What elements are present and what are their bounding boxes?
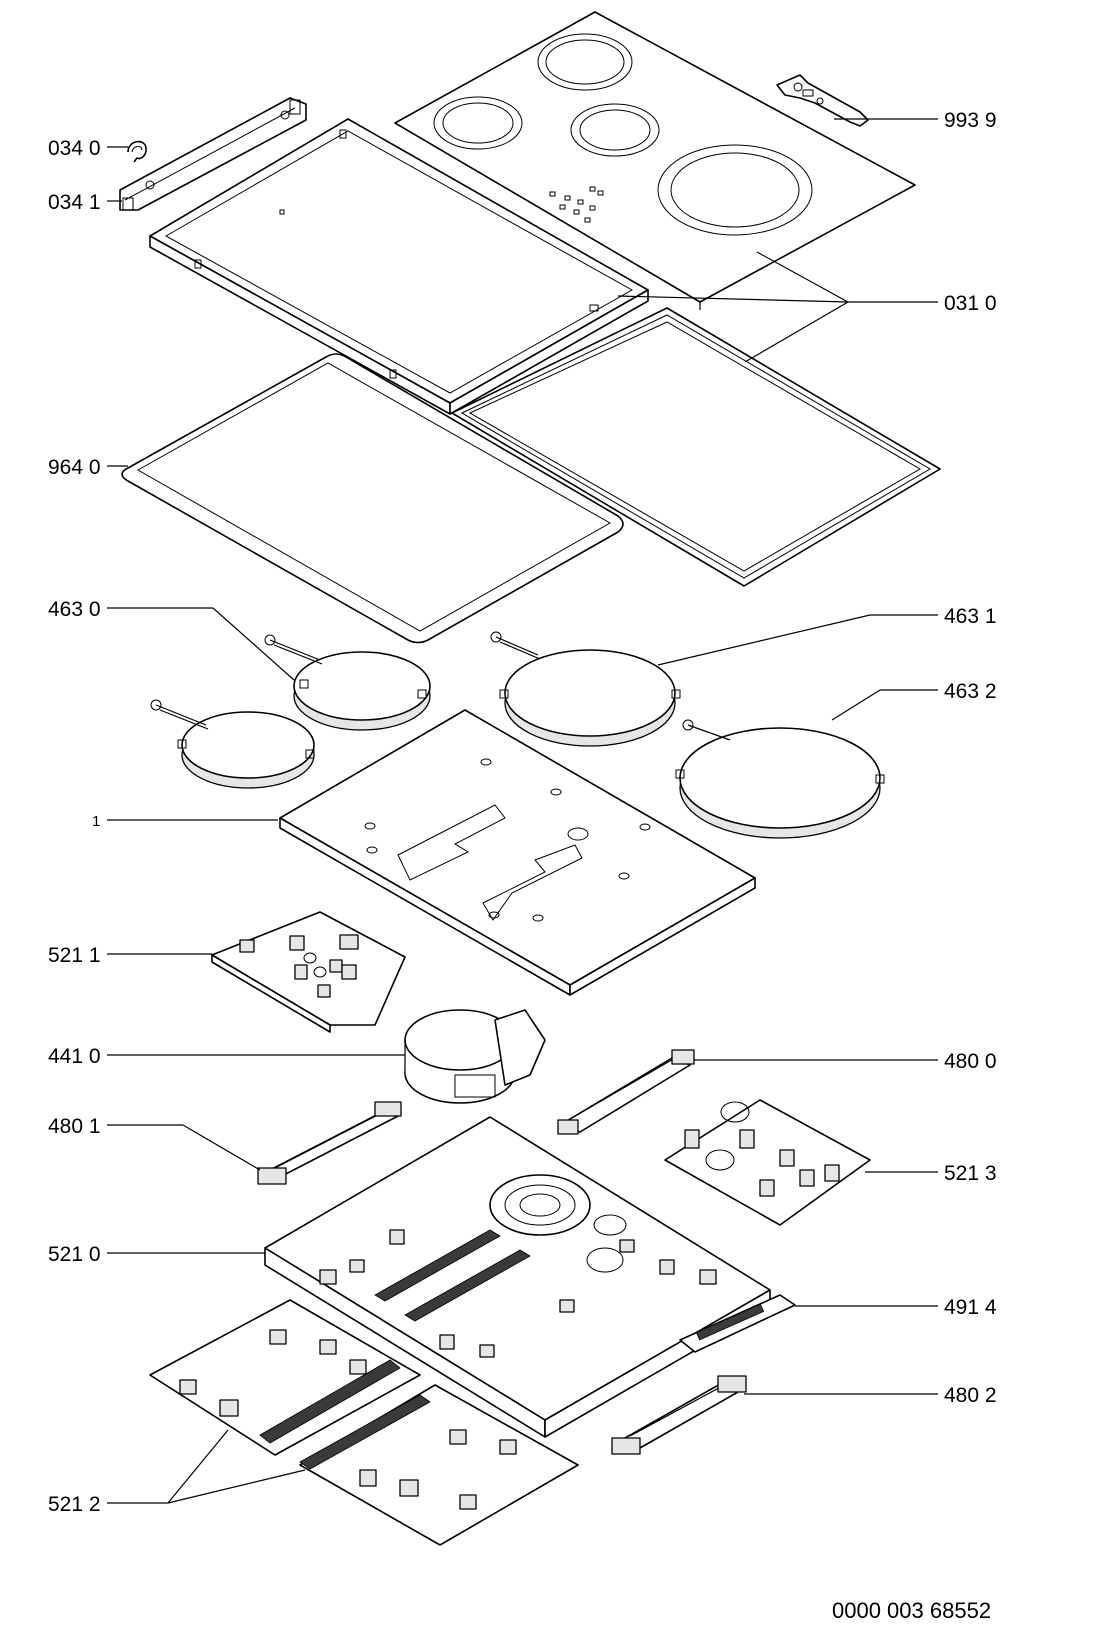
callout-9640: 964 0 [48,456,101,479]
callout-4410: 441 0 [48,1045,101,1068]
heating-element-small-front [150,699,315,789]
callout-5211: 521 1 [48,944,101,967]
callout-labels: 034 0 034 1 993 9 031 0 964 0 463 0 463 … [48,109,997,1516]
cooktop-frame [149,118,649,415]
power-board-center [299,1384,579,1546]
callout-4800: 480 0 [944,1050,997,1073]
callout-4630: 463 0 [48,598,101,621]
glass-panel [451,307,941,587]
glass-cooktop [394,11,916,310]
callout-0341: 034 1 [48,191,101,214]
hinge-clip [127,140,147,163]
ribbon-cable-front [611,1375,747,1455]
heating-element-small-rear [264,634,431,731]
power-board-right [664,1099,871,1226]
callout-9939: 993 9 [944,109,997,132]
gasket-seal [121,353,624,644]
ribbon-cable-rear [557,1049,695,1135]
cooling-fan [404,1009,546,1104]
carrier-plate [279,709,756,996]
leader-lines [107,118,938,1504]
callout-4914: 491 4 [944,1296,997,1319]
heating-element-medium [490,631,681,747]
callout-4631: 463 1 [944,605,997,628]
callout-5212: 521 2 [48,1493,101,1516]
callout-1: 1 [92,813,100,830]
callout-4801: 480 1 [48,1115,101,1138]
callout-4802: 480 2 [944,1384,997,1407]
document-number: 0000 003 68552 [832,1598,992,1623]
frame-bracket [119,97,307,211]
filter-insert [679,1294,796,1353]
ribbon-cable-left [257,1101,402,1185]
callout-4632: 463 2 [944,680,997,703]
callout-5213: 521 3 [944,1162,997,1185]
callout-0310: 031 0 [944,292,997,315]
sensor-bracket [776,74,869,127]
callout-5210: 521 0 [48,1243,101,1266]
control-board [211,911,406,1033]
power-board-left [149,1299,421,1456]
heating-element-large [675,719,885,839]
callout-0340: 034 0 [48,137,101,160]
